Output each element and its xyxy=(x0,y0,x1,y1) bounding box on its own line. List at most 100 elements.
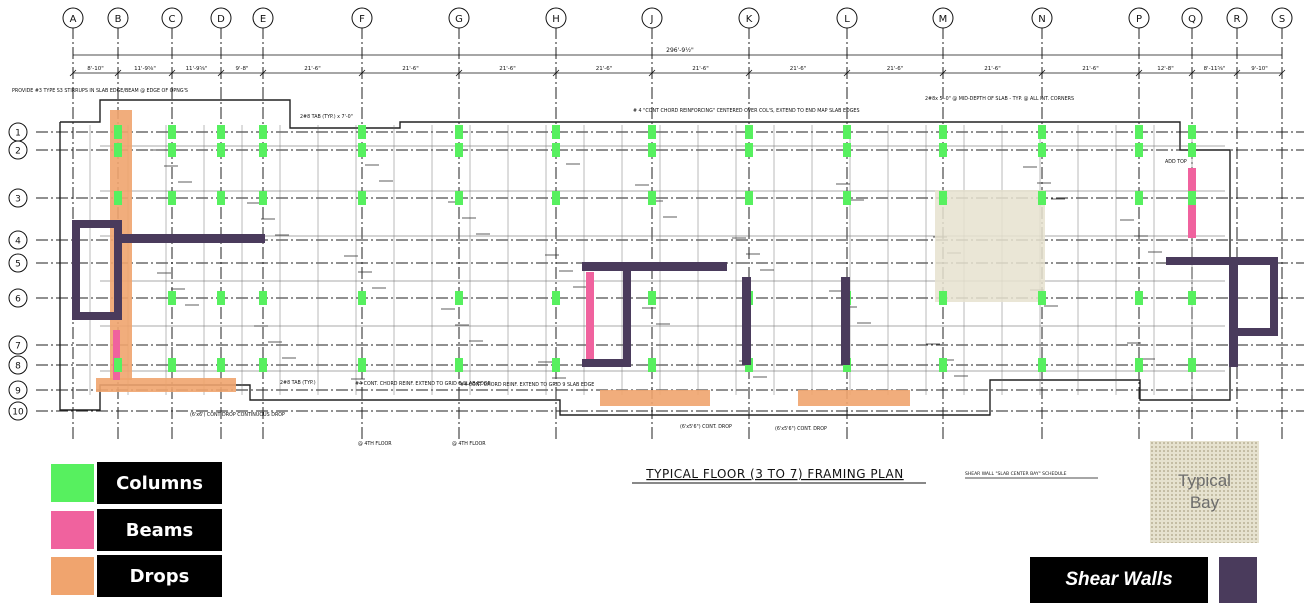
beams-swatch xyxy=(51,511,94,549)
grid-bubble-M xyxy=(932,7,954,29)
column xyxy=(1135,143,1143,157)
grid-bubble-J xyxy=(641,7,663,29)
dimension-tick xyxy=(745,69,753,77)
dimension-segment-13: 21'-6" xyxy=(1082,66,1099,72)
column xyxy=(114,143,122,157)
column xyxy=(843,191,851,205)
typical-bay-legend: Typical Bay xyxy=(1150,441,1259,543)
column xyxy=(745,143,753,157)
plan-note-11: 2#8 TAB (TYP.) x 7'-0" xyxy=(300,114,353,120)
column xyxy=(1038,125,1046,139)
annotation-ticks xyxy=(150,149,1162,380)
grid-bubble-H xyxy=(545,7,567,29)
grid-bubble-row-4 xyxy=(8,230,28,250)
plan-note-10: @ 4TH FLOOR xyxy=(452,441,486,447)
column xyxy=(745,191,753,205)
grid-bubble-C xyxy=(161,7,183,29)
column xyxy=(1135,291,1143,305)
shear-wall xyxy=(1270,265,1278,335)
dimension-segment-5: 21'-6" xyxy=(304,66,321,72)
column xyxy=(358,143,366,157)
grid-bubble-row-label-8: 8 xyxy=(15,362,21,372)
column xyxy=(168,358,176,372)
grid-bubble-label-L: L xyxy=(844,14,850,25)
column xyxy=(648,143,656,157)
shear-walls-swatch xyxy=(1219,557,1257,603)
plan-note-6: (6'x6') CONT DROP CONTINUOUS DROP xyxy=(190,412,285,418)
shear-wall xyxy=(1238,328,1278,336)
shear-wall xyxy=(72,220,122,228)
dimension-segment-6: 21'-6" xyxy=(402,66,419,72)
grid-bubble-row-9 xyxy=(8,380,28,400)
dimension-strings: 8'-10"11'-9⅝"11'-9⅝"9'-8"21'-6"21'-6"21'… xyxy=(69,54,1286,77)
dimension-segment-4: 9'-8" xyxy=(235,66,248,72)
column xyxy=(552,191,560,205)
dimension-tick xyxy=(1278,69,1286,77)
dimension-segment-2: 11'-9⅝" xyxy=(134,66,156,72)
dimension-tick xyxy=(1233,69,1241,77)
column xyxy=(1188,291,1196,305)
grid-bubble-label-D: D xyxy=(217,14,225,25)
column xyxy=(168,143,176,157)
column xyxy=(1135,358,1143,372)
dimension-segment-12: 21'-6" xyxy=(984,66,1001,72)
grid-bubble-label-P: P xyxy=(1136,14,1142,25)
dimension-tick xyxy=(552,69,560,77)
grid-bubble-row-10 xyxy=(8,401,28,421)
column xyxy=(939,358,947,372)
dimension-segment-7: 21'-6" xyxy=(499,66,516,72)
column xyxy=(1038,291,1046,305)
shear-wall xyxy=(841,277,850,365)
shear-wall xyxy=(120,234,265,243)
column xyxy=(217,358,225,372)
dimension-segment-11: 21'-6" xyxy=(887,66,904,72)
plan-note-12: 2#8 TAB (TYP.) xyxy=(280,380,316,386)
dimension-tick xyxy=(648,69,656,77)
column xyxy=(939,291,947,305)
grid-bubble-D xyxy=(210,7,232,29)
grid-bubble-label-A: A xyxy=(70,14,77,25)
typical-bay-label-line2: Bay xyxy=(1189,493,1220,512)
slab-edge xyxy=(59,99,1231,416)
dimension-tick xyxy=(259,69,267,77)
drops-legend-label: Drops xyxy=(97,555,222,597)
grid-bubble-row-label-2: 2 xyxy=(15,147,21,157)
column xyxy=(1038,143,1046,157)
drop-panel xyxy=(600,390,710,406)
column xyxy=(114,125,122,139)
shear-walls xyxy=(72,220,1278,367)
columns-swatch xyxy=(51,464,94,502)
column xyxy=(358,191,366,205)
dimension-tick xyxy=(455,69,463,77)
beams-legend-label: Beams xyxy=(97,509,222,551)
grid-bubble-label-C: C xyxy=(169,14,176,25)
column xyxy=(552,125,560,139)
dimension-tick xyxy=(1135,69,1143,77)
drops-swatch xyxy=(51,557,94,595)
column xyxy=(259,358,267,372)
shear-wall xyxy=(1229,257,1238,367)
grid-bubble-row-label-3: 3 xyxy=(15,195,21,205)
grid-bubble-row-7 xyxy=(8,335,28,355)
shear-wall xyxy=(582,262,727,271)
column xyxy=(745,125,753,139)
grid-bubble-label-B: B xyxy=(115,14,122,25)
column xyxy=(648,358,656,372)
dimension-tick xyxy=(939,69,947,77)
dimension-tick xyxy=(843,69,851,77)
beam xyxy=(586,272,594,362)
grid-bubble-E xyxy=(252,7,274,29)
column xyxy=(217,191,225,205)
grid-bubble-label-G: G xyxy=(455,14,463,25)
plan-note-5: #4 CONT CHORD REINF. EXTEND TO GRID 9 SL… xyxy=(460,382,594,388)
shear-wall xyxy=(72,312,122,320)
grid-bubble-label-Q: Q xyxy=(1188,14,1196,25)
shear-walls-legend-label: Shear Walls xyxy=(1030,557,1208,603)
dimension-tick xyxy=(114,69,122,77)
shear-wall xyxy=(1166,257,1278,265)
column xyxy=(939,143,947,157)
typical-bay-label-line1: Typical xyxy=(1178,471,1231,490)
grid-bubble-row-3 xyxy=(8,188,28,208)
column xyxy=(1038,358,1046,372)
